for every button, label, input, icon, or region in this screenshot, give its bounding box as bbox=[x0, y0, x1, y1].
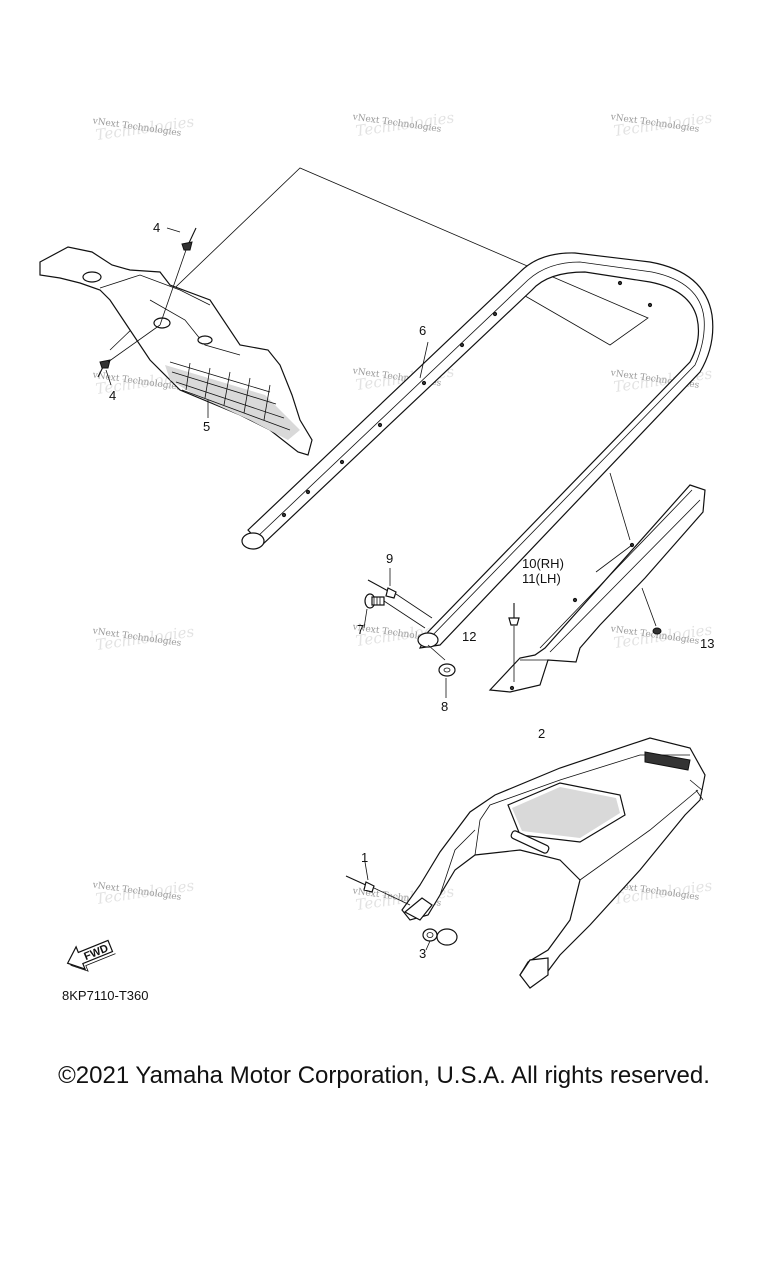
callout-labels: 1 2 3 4 4 5 6 7 8 9 10(RH) 11(LH) 12 13 bbox=[109, 220, 714, 961]
callout-4-lower: 4 bbox=[109, 388, 116, 403]
side-trim-part bbox=[488, 472, 706, 693]
callout-6: 6 bbox=[419, 323, 426, 338]
seat-part bbox=[401, 737, 706, 989]
callout-2: 2 bbox=[538, 726, 545, 741]
rivet-12 bbox=[508, 603, 520, 682]
snow-flap-part bbox=[39, 246, 313, 456]
callout-11-lh: 11(LH) bbox=[522, 571, 561, 586]
fwd-label: FWD bbox=[82, 942, 110, 963]
copyright-notice: ©2021 Yamaha Motor Corporation, U.S.A. A… bbox=[58, 1062, 710, 1089]
callout-13: 13 bbox=[700, 636, 714, 651]
rivet-lower bbox=[97, 324, 161, 386]
callout-5: 5 bbox=[203, 419, 210, 434]
nut-8 bbox=[427, 644, 456, 698]
diagram-reference-code: 8KP7110-T360 bbox=[62, 988, 149, 1003]
nut-13 bbox=[652, 627, 662, 635]
rivet-1 bbox=[345, 861, 411, 906]
callout-4-upper: 4 bbox=[153, 220, 160, 235]
callout-8: 8 bbox=[441, 699, 448, 714]
callout-1: 1 bbox=[361, 850, 368, 865]
fwd-arrow-icon: FWD bbox=[66, 939, 116, 972]
rivet-9 bbox=[367, 568, 433, 619]
callout-9: 9 bbox=[386, 551, 393, 566]
callout-12: 12 bbox=[462, 629, 476, 644]
callout-7: 7 bbox=[357, 622, 364, 637]
rivet-upper bbox=[159, 227, 197, 326]
callout-3: 3 bbox=[419, 946, 426, 961]
assembly-reference-lines bbox=[109, 167, 649, 351]
bolt-7 bbox=[363, 593, 426, 629]
grommet-3 bbox=[422, 928, 458, 951]
callout-10-rh: 10(RH) bbox=[522, 556, 564, 571]
